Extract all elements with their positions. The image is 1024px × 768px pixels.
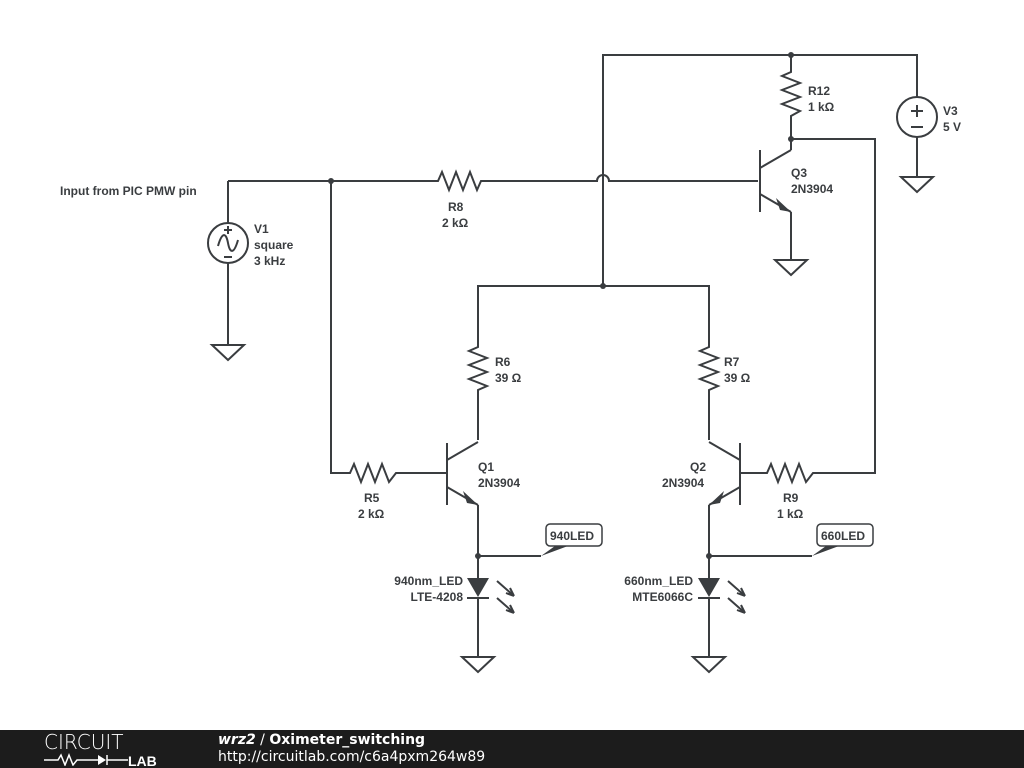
r7-resistor[interactable]	[697, 344, 721, 440]
title-separator: /	[255, 732, 270, 748]
r9-name: R9	[783, 491, 799, 505]
q1-name: Q1	[478, 460, 494, 474]
footer-bar: CIRCUIT LAB wrz2 / Oximeter_switching ht…	[0, 730, 1024, 768]
r8-value: 2 kΩ	[442, 216, 469, 230]
v1-value: square	[254, 238, 294, 252]
r6-resistor[interactable]	[466, 344, 490, 440]
circuitlab-logo[interactable]: CIRCUIT LAB	[44, 732, 174, 766]
r6-name: R6	[495, 355, 511, 369]
logo-lab-text: LAB	[128, 753, 157, 766]
led-660-name: 660nm_LED	[624, 574, 693, 588]
input-label: Input from PIC PMW pin	[60, 184, 197, 198]
r5-name: R5	[364, 491, 380, 505]
v3-name: V3	[943, 104, 958, 118]
r9-value: 1 kΩ	[777, 507, 804, 521]
q3-value: 2N3904	[791, 182, 833, 196]
q1-value: 2N3904	[478, 476, 520, 490]
led-940-name: 940nm_LED	[394, 574, 463, 588]
q2-transistor[interactable]	[708, 441, 741, 580]
logo-circuit-text: CIRCUIT	[44, 732, 123, 754]
r12-resistor[interactable]	[779, 55, 803, 139]
r8-name: R8	[448, 200, 464, 214]
q1-transistor[interactable]	[446, 441, 479, 580]
v3-value: 5 V	[943, 120, 961, 134]
logo-resistor-icon	[44, 752, 98, 766]
ground-symbol-660	[690, 656, 728, 674]
circuit-name[interactable]: Oximeter_switching	[269, 732, 426, 748]
circuit-url[interactable]: http://circuitlab.com/c6a4pxm264w89	[218, 749, 486, 765]
wire-5v-rail	[602, 54, 918, 286]
r7-value: 39 Ω	[724, 371, 751, 385]
v1-freq: 3 kHz	[254, 254, 285, 268]
r12-value: 1 kΩ	[808, 100, 835, 114]
ground-symbol-q3	[772, 259, 810, 277]
r9-resistor[interactable]	[740, 461, 816, 485]
r7-name: R7	[724, 355, 740, 369]
net-flag-pointer	[812, 546, 839, 556]
ground-symbol-v1	[209, 344, 247, 362]
q3-transistor[interactable]	[759, 139, 792, 260]
v3-source[interactable]	[896, 96, 938, 177]
author-link[interactable]: wrz2	[218, 732, 256, 748]
q3-name: Q3	[791, 166, 807, 180]
v1-source[interactable]	[207, 181, 249, 345]
circuit-title: wrz2 / Oximeter_switching	[218, 732, 425, 748]
q2-name: Q2	[690, 460, 706, 474]
net-label-940[interactable]	[545, 523, 603, 547]
v1-name: V1	[254, 222, 269, 236]
r5-value: 2 kΩ	[358, 507, 385, 521]
wire-distribution	[477, 285, 710, 344]
ground-symbol-940	[459, 656, 497, 674]
r12-name: R12	[808, 84, 830, 98]
led-940-part: LTE-4208	[411, 590, 464, 604]
ground-symbol-v3	[898, 176, 936, 194]
led-660[interactable]	[698, 578, 746, 657]
net-label-940-text: 940LED	[550, 529, 594, 543]
net-flag-pointer	[541, 546, 568, 556]
q2-value: 2N3904	[662, 476, 704, 490]
schematic-canvas: Input from PIC PMW pin V1 square 3 kHz R…	[60, 52, 961, 674]
logo-diode-icon	[98, 755, 106, 765]
wire-q3-collector	[791, 138, 876, 474]
led-940[interactable]	[467, 578, 515, 657]
junction-dot	[600, 283, 606, 289]
r8-resistor[interactable]	[434, 169, 758, 193]
r5-resistor[interactable]	[330, 181, 447, 485]
net-label-660[interactable]	[816, 523, 874, 547]
r6-value: 39 Ω	[495, 371, 522, 385]
led-660-part: MTE6066C	[632, 590, 693, 604]
net-label-660-text: 660LED	[821, 529, 865, 543]
